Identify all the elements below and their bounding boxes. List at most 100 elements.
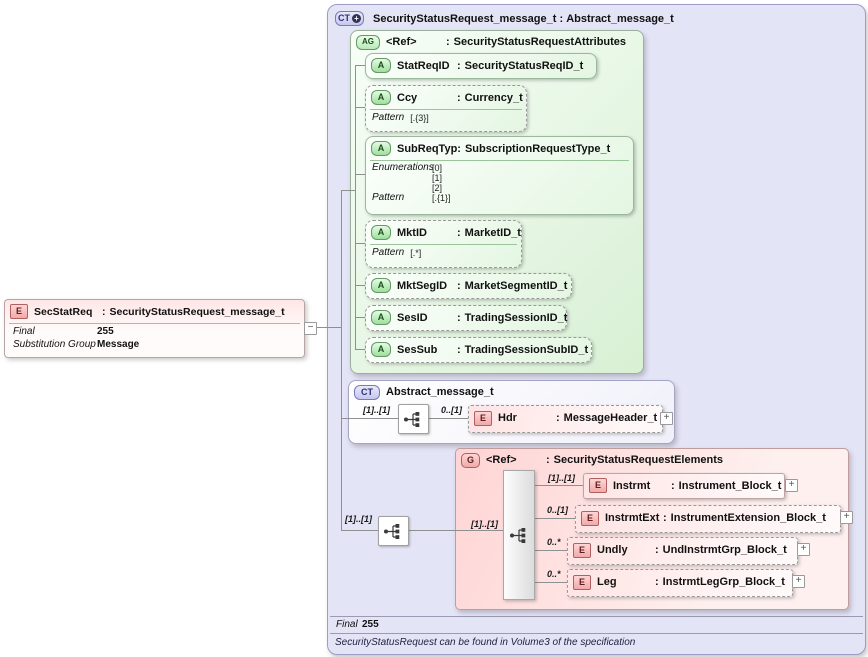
pattern-value: [.{1}] [432, 193, 451, 203]
element-group-ref: <Ref> [486, 454, 517, 466]
attribute-node-ccy[interactable]: A Ccy : Currency_t Pattern [.{3}] [365, 85, 527, 132]
connector-line [355, 65, 366, 66]
attribute-name: StatReqID [397, 59, 450, 72]
colon-separator: : [457, 59, 461, 72]
enumeration-value: [0] [432, 163, 443, 173]
footer-final-label: Final [336, 619, 358, 630]
pattern-value: [.*] [410, 247, 422, 258]
element-node-instrmtext[interactable]: E InstrmtExt : InstrumentExtension_Block… [575, 505, 841, 533]
expand-icon[interactable]: + [792, 575, 805, 588]
colon-separator: : [457, 311, 461, 324]
attribute-badge-icon: A [371, 58, 391, 73]
connector-line [427, 418, 468, 419]
connector-line [533, 485, 583, 486]
attribute-type: TradingSessionID_t [464, 311, 568, 324]
connector-line [355, 174, 366, 175]
attribute-badge-icon: A [371, 90, 391, 105]
sequence-compositor-bar[interactable] [503, 470, 535, 600]
attribute-badge-icon: A [371, 342, 391, 357]
cardinality-label: 0..* [547, 569, 561, 579]
connector-line [341, 418, 398, 419]
connector-line [408, 530, 503, 531]
connector-line [355, 317, 366, 318]
attribute-name: MktSegID [397, 279, 448, 292]
annotation-note: SecurityStatusRequest can be found in Vo… [335, 637, 636, 648]
final-row: Final 255 [7, 325, 120, 338]
attribute-node-sesid[interactable]: A SesID : TradingSessionID_t [365, 305, 567, 331]
attribute-group-badge-icon: AG [356, 34, 380, 50]
colon-separator: : [446, 36, 450, 48]
root-element-header: E SecStatReq : SecurityStatusRequest_mes… [5, 300, 304, 323]
base-type-header: CT Abstract_message_t [349, 381, 674, 403]
cardinality-label: [1]..[1] [363, 405, 390, 415]
connector-line [355, 285, 366, 286]
element-header: E Instrmt : Instrument_Block_t [584, 474, 784, 497]
sequence-icon[interactable] [398, 404, 429, 434]
divider [370, 244, 517, 245]
colon-separator: : [663, 512, 667, 524]
element-type: InstrmtLegGrp_Block_t [662, 576, 785, 588]
attribute-node-mktsegid[interactable]: A MktSegID : MarketSegmentID_t [365, 273, 572, 299]
expand-icon[interactable]: + [785, 479, 798, 492]
attribute-header: A SesID : TradingSessionID_t [366, 306, 568, 329]
attribute-group-ref: <Ref> [386, 36, 417, 48]
collapse-handle-icon[interactable]: − [304, 322, 317, 335]
substitution-group-label: Substitution Group [13, 339, 96, 350]
connector-line [533, 582, 567, 583]
element-node-leg[interactable]: E Leg : InstrmtLegGrp_Block_t [567, 569, 793, 597]
attribute-type: MarketSegmentID_t [464, 279, 568, 292]
root-element-name: SecStatReq [34, 305, 93, 318]
attribute-node-subreqtyp[interactable]: A SubReqTyp : SubscriptionRequestType_t … [365, 136, 634, 215]
expand-icon[interactable]: + [840, 511, 853, 524]
expand-icon[interactable]: + [660, 412, 673, 425]
derived-plus-icon: + [352, 14, 361, 23]
connector-line [355, 243, 366, 244]
spacer [372, 173, 432, 183]
attribute-header: A MktSegID : MarketSegmentID_t [366, 274, 571, 297]
element-name: Hdr [498, 412, 517, 424]
footer-final-row: Final 255 [330, 618, 385, 631]
sequence-icon[interactable] [378, 516, 409, 546]
attribute-node-mktid[interactable]: A MktID : MarketID_t Pattern [.*] [365, 220, 522, 268]
facets-grid: Enumerations [0] [1] [2] Pattern [.{1}] [366, 160, 633, 204]
attribute-node-sessub[interactable]: A SesSub : TradingSessionSubID_t [365, 337, 592, 363]
colon-separator: : [457, 279, 461, 292]
root-element-node[interactable]: E SecStatReq : SecurityStatusRequest_mes… [4, 299, 305, 358]
colon-separator: : [457, 142, 461, 155]
attribute-type: Currency_t [464, 91, 523, 104]
connector-line [341, 190, 356, 191]
element-type: InstrumentExtension_Block_t [670, 512, 826, 524]
complex-type-title: SecurityStatusRequest_message_t : Abstra… [373, 12, 674, 25]
cardinality-label: 0..[1] [547, 505, 569, 515]
enumerations-label: Enumerations [372, 162, 434, 173]
element-badge-icon: E [573, 574, 591, 590]
element-name: Leg [597, 576, 617, 588]
cardinality-label: 0..* [547, 537, 561, 547]
substitution-group-value: Message [97, 339, 140, 350]
connector-line [355, 349, 366, 350]
element-node-undly[interactable]: E Undly : UndInstrmtGrp_Block_t [567, 537, 798, 565]
attribute-header: A StatReqID : SecurityStatusReqID_t [366, 54, 596, 77]
element-type: Instrument_Block_t [678, 479, 782, 492]
element-group-header: G <Ref> : SecurityStatusRequestElements [456, 449, 848, 471]
element-node-hdr[interactable]: E Hdr : MessageHeader_t [468, 405, 663, 433]
element-badge-icon: E [474, 410, 492, 426]
colon-separator: : [457, 343, 461, 356]
element-node-instrmt[interactable]: E Instrmt : Instrument_Block_t [583, 473, 785, 499]
attribute-name: MktID [397, 226, 427, 239]
root-element-type: SecurityStatusRequest_message_t [109, 305, 285, 318]
pattern-row: Pattern [.{3}] [366, 109, 526, 123]
attribute-header: A SesSub : TradingSessionSubID_t [366, 338, 591, 361]
base-type-name: Abstract_message_t [386, 386, 494, 398]
colon-separator: : [655, 544, 659, 556]
expand-icon[interactable]: + [797, 543, 810, 556]
element-badge-icon: E [581, 510, 599, 526]
element-badge-icon: E [589, 478, 607, 493]
attribute-node-statreqid[interactable]: A StatReqID : SecurityStatusReqID_t [365, 53, 597, 79]
attribute-header: A Ccy : Currency_t [366, 86, 526, 109]
cardinality-label: 0..[1] [441, 405, 463, 415]
attribute-group-header: AG <Ref> : SecurityStatusRequestAttribut… [351, 31, 643, 53]
attribute-header: A SubReqTyp : SubscriptionRequestType_t [366, 137, 633, 160]
attribute-type: TradingSessionSubID_t [464, 343, 589, 356]
